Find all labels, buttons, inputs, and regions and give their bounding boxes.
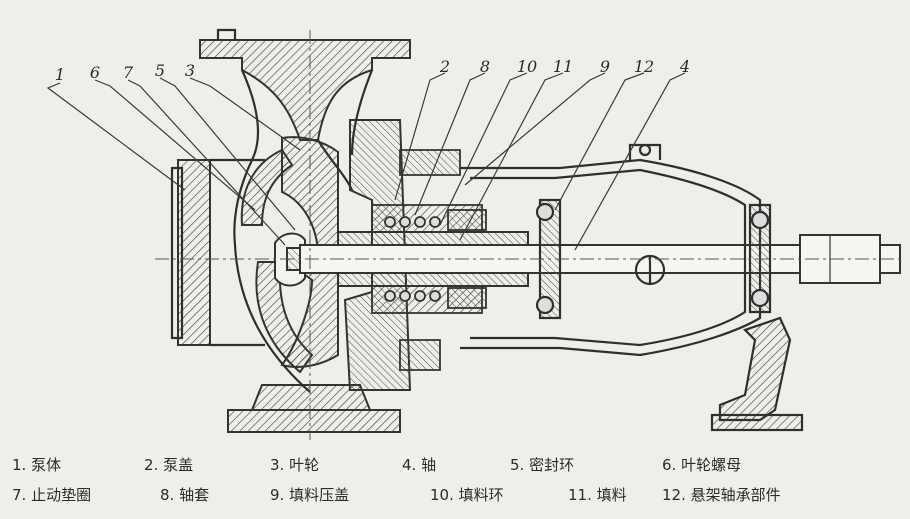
packing-box [371,149,487,371]
callout-shaft: 4 [679,57,690,76]
pump-body-section [177,39,412,433]
leader-lines [46,72,686,251]
callout-stop-washer: 7 [123,63,134,82]
legend-item-seal-ring: 5. 密封环 [510,456,575,474]
callout-packing: 11 [553,57,573,76]
parts-legend: 1. 泵体 2. 泵盖 3. 叶轮 4. 轴 5. 密封环 6. 叶轮螺母 7.… [12,452,902,514]
callout-seal-ring: 5 [155,61,165,80]
legend-item-packing: 11. 填料 [568,486,627,504]
legend-item-impeller: 3. 叶轮 [270,456,320,474]
shaft-and-sleeve [299,231,901,287]
legend-item-stop-washer: 7. 止动垫圈 [12,486,92,504]
legend-item-impeller-nut: 6. 叶轮螺母 [662,456,742,474]
callout-pump-body: 1 [55,65,65,84]
callout-impeller: 3 [185,61,195,80]
legend-item-shaft: 4. 轴 [402,456,437,474]
legend-item-bearing-bracket: 12. 悬架轴承部件 [662,486,781,504]
pump-cross-section-diagram: 1 6 7 5 3 2 8 10 11 9 12 4 [46,28,901,440]
legend-item-packing-gland: 9. 填料压盖 [270,486,350,504]
legend-item-pump-cover: 2. 泵盖 [144,456,194,474]
callout-bearing-bracket: 12 [634,57,654,76]
center-lines [155,30,900,440]
legend-item-shaft-sleeve: 8. 轴套 [160,486,210,504]
legend-item-pump-body: 1. 泵体 [12,456,62,474]
bearing-bracket-section [460,143,804,432]
callout-shaft-sleeve: 8 [480,57,490,76]
callout-pump-cover: 2 [439,57,450,76]
legend-item-packing-ring: 10. 填料环 [430,486,504,504]
callout-numbers: 1 6 7 5 3 2 8 10 11 9 12 4 [55,57,690,84]
callout-packing-gland: 9 [600,57,610,76]
callout-impeller-nut: 6 [90,63,100,82]
callout-packing-ring: 10 [517,57,537,76]
